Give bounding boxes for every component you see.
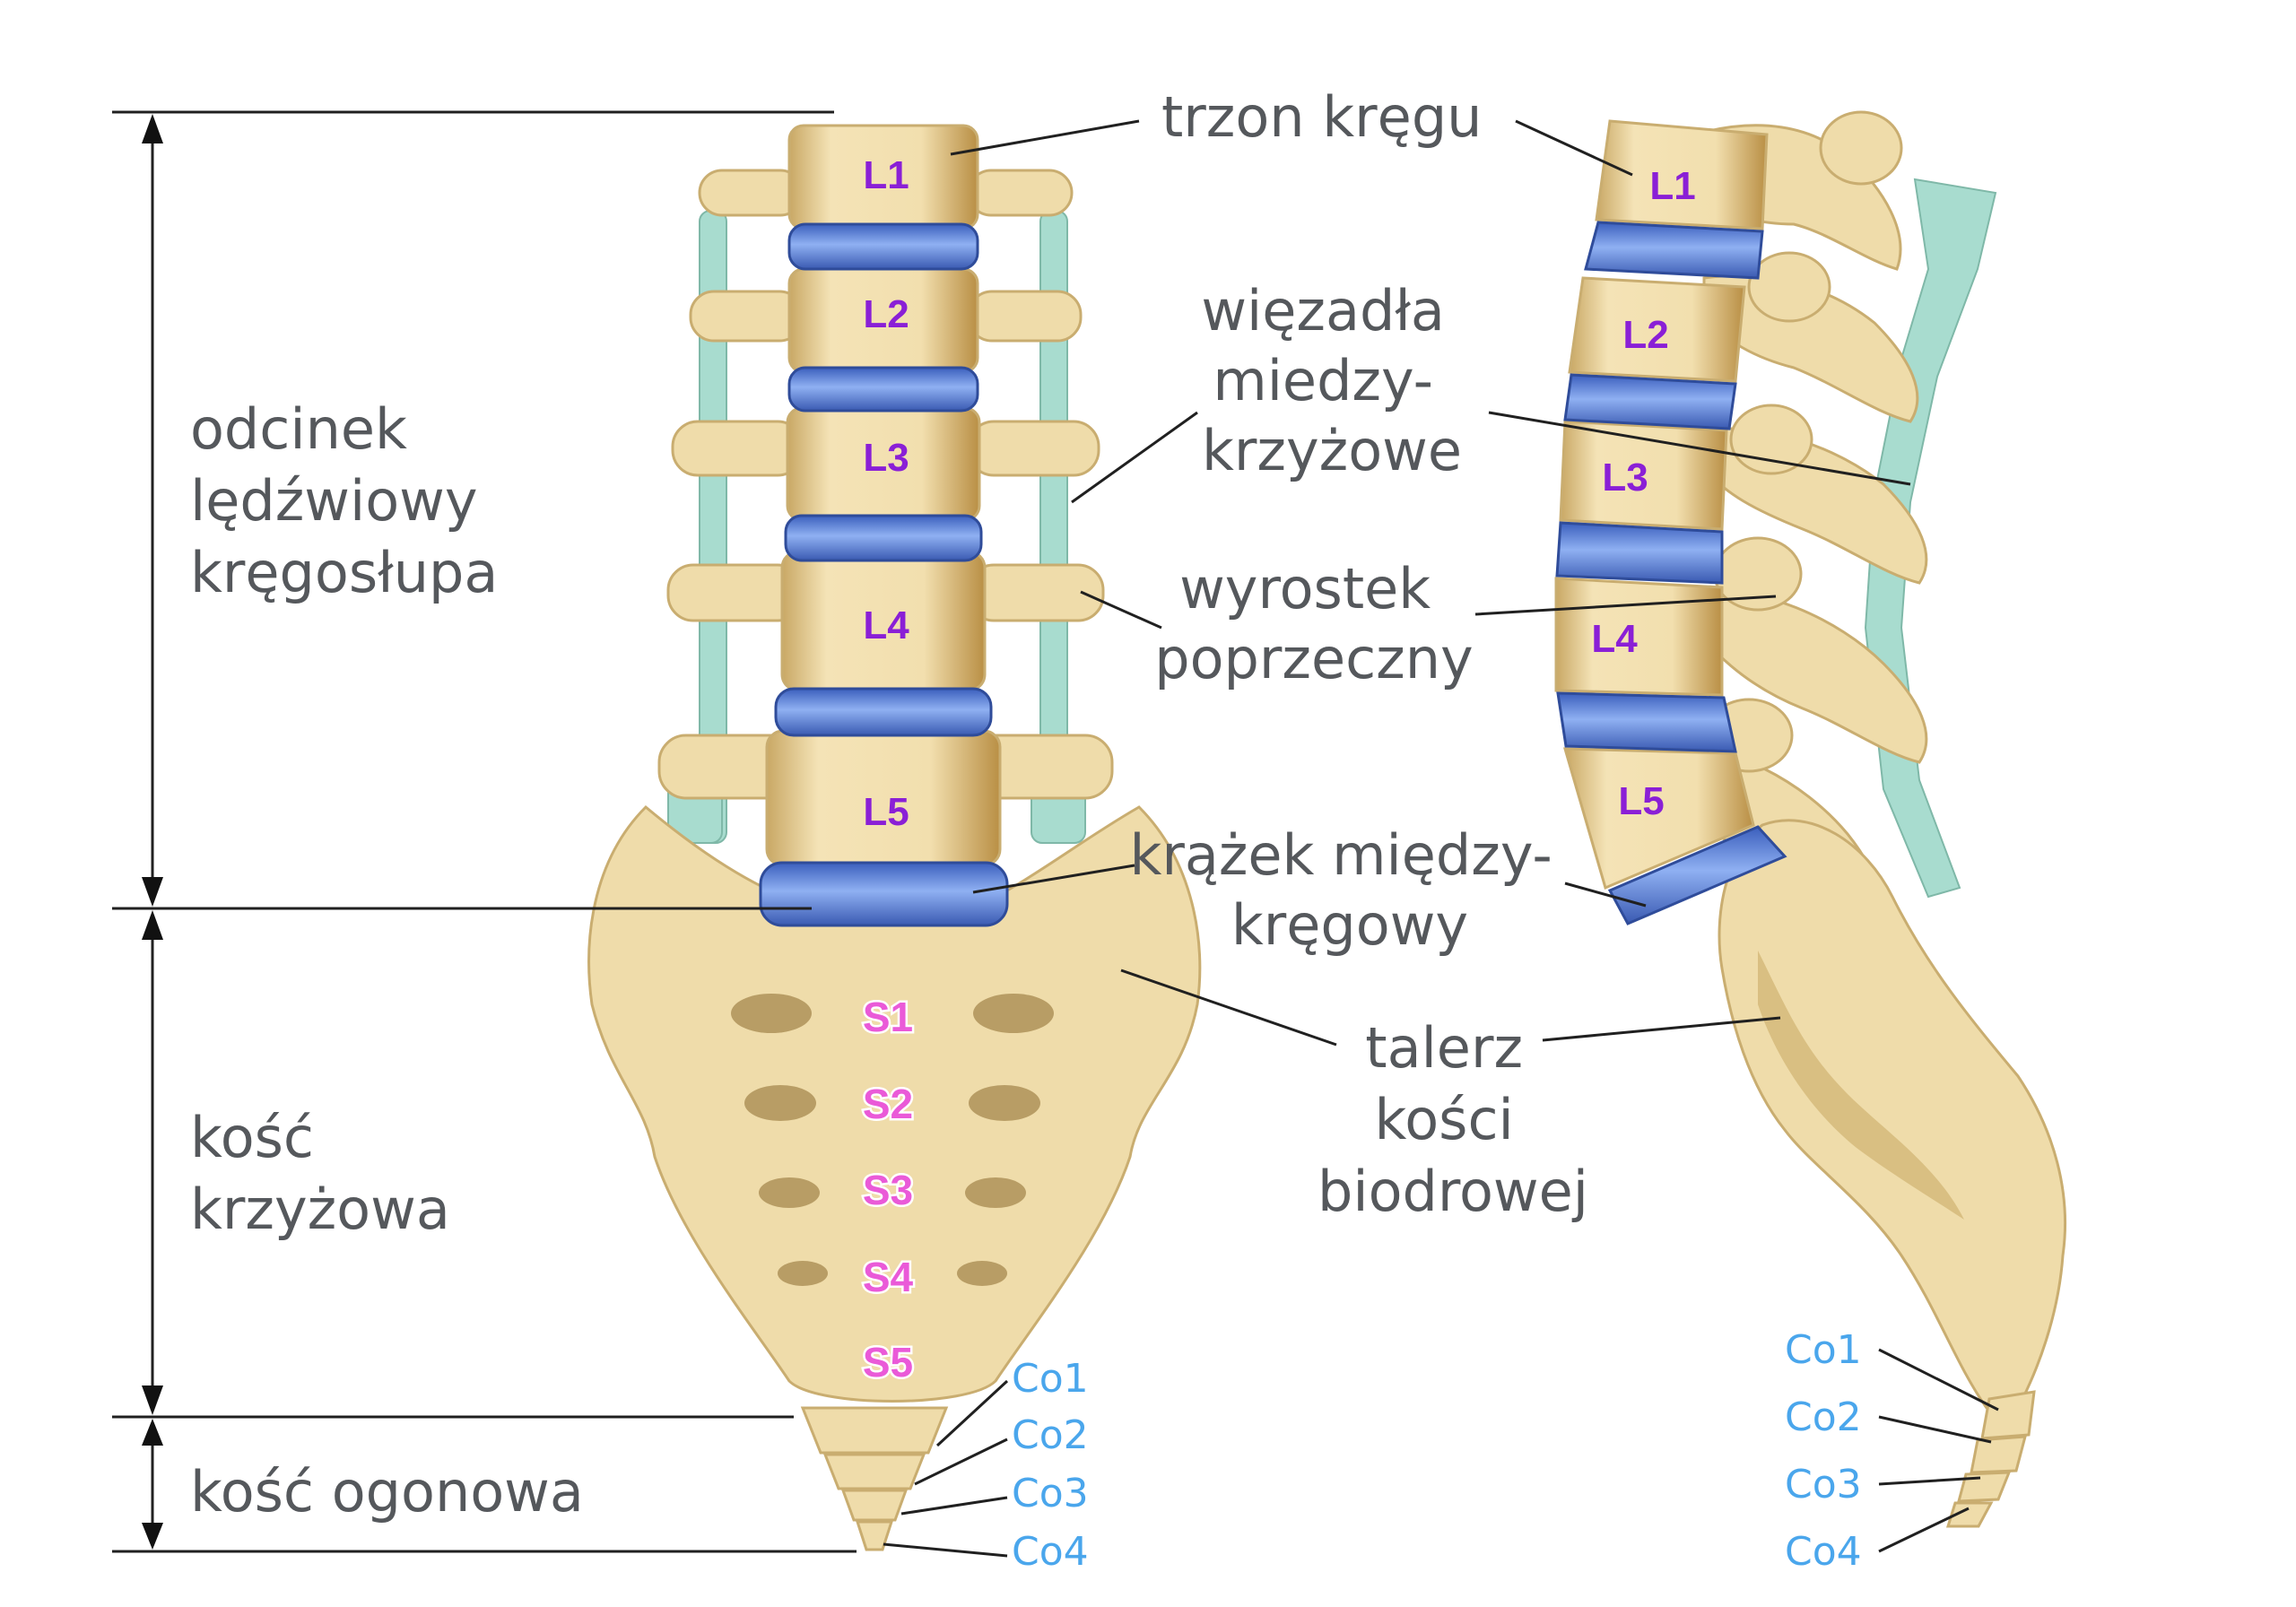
front-l1-label: L1: [863, 153, 909, 197]
transverse-process-label: wyrostek poprzeczny: [1154, 556, 1473, 691]
side-coccyx-bone: [1945, 1390, 2036, 1528]
front-l3-label: L3: [863, 436, 909, 480]
side-co2-label: Co2: [1785, 1394, 1862, 1440]
front-s3-label: S3: [863, 1167, 913, 1213]
front-co3-label: Co3: [1012, 1471, 1089, 1516]
side-view: L1 L2 L3 L4 L5 Co1 Co2 Co3 Co4: [1554, 110, 2066, 1575]
side-l2-label: L2: [1622, 313, 1668, 357]
front-l5-label: L5: [863, 790, 909, 834]
front-coccyx-bone: [800, 1406, 949, 1551]
front-s2-label: S2: [863, 1081, 913, 1127]
sacrum-section-label: kość krzyżowa: [190, 1105, 450, 1242]
dimension-lines: [112, 110, 857, 1553]
side-sacrum-bone: [1718, 819, 2066, 1414]
front-l4-label: L4: [863, 604, 909, 647]
iliac-plate-label: talerz kości biodrowej: [1318, 1015, 1588, 1224]
side-vertebral-bodies: [1554, 119, 1769, 890]
front-discs: [759, 222, 1009, 927]
side-l1-label: L1: [1649, 164, 1695, 208]
front-s4-label: S4: [863, 1254, 914, 1300]
vertebral-body-label: trzon kręgu: [1161, 84, 1482, 150]
front-view: L1 L2 L3 L4 L5 S1 S2 S3 S4 S5 Co1 Co2 Co…: [587, 124, 1202, 1575]
side-co4-label: Co4: [1785, 1529, 1862, 1575]
front-co1-label: Co1: [1012, 1356, 1089, 1402]
side-co1-label: Co1: [1785, 1327, 1862, 1373]
side-l4-label: L4: [1591, 617, 1638, 661]
sacrum-shadows: [731, 994, 1054, 1286]
side-discs: [1555, 221, 1787, 925]
front-s1-label: S1: [863, 994, 913, 1040]
front-s5-label: S5: [863, 1339, 913, 1385]
lumbar-section-label: odcinek lędźwiowy kręgosłupa: [190, 396, 498, 605]
side-iliac-shadow: [1758, 951, 1964, 1220]
coccyx-section-label: kość ogonowa: [190, 1459, 584, 1524]
side-l5-label: L5: [1618, 779, 1664, 823]
side-co3-label: Co3: [1785, 1462, 1862, 1507]
ligaments-label: więzadła miedzy- krzyżowe: [1201, 278, 1462, 483]
front-l2-label: L2: [863, 292, 909, 336]
disc-label: krążek między- kręgowy: [1129, 822, 1570, 958]
front-co2-label: Co2: [1012, 1412, 1089, 1458]
side-l3-label: L3: [1602, 456, 1648, 499]
front-ligaments: [667, 210, 1086, 844]
front-co4-label: Co4: [1012, 1529, 1089, 1575]
